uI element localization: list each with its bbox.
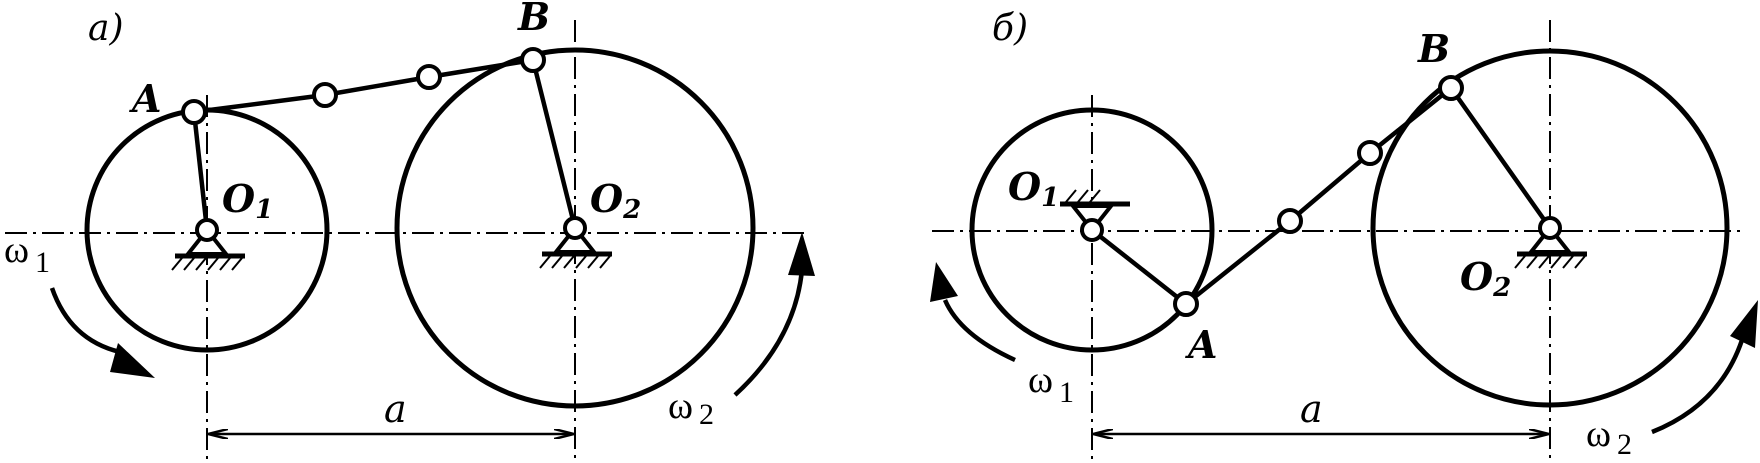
panel-a-omega2-main: ω bbox=[668, 385, 693, 427]
panel-a-crank-o2-b bbox=[530, 59, 578, 229]
panel-b-omega2-arrow-head bbox=[1730, 300, 1758, 348]
panel-a-o2-sub: 2 bbox=[622, 195, 641, 225]
panel-b-omega1-arrow-arc bbox=[942, 299, 1016, 363]
panel-b-coupler-chain bbox=[1184, 86, 1453, 306]
panel-b-joint-mid2 bbox=[1357, 140, 1383, 166]
panel-a-omega1-arrow-head bbox=[110, 343, 155, 378]
panel-a-o1-sub: 1 bbox=[255, 195, 273, 225]
panel-a-omega1-sub: 1 bbox=[35, 246, 50, 279]
panel-b-joint-mid1 bbox=[1277, 208, 1303, 234]
panel-a-omega2-arrow-head bbox=[788, 232, 815, 276]
panel-b-large-circle bbox=[1370, 48, 1730, 408]
panel-a-joint-a bbox=[181, 99, 207, 125]
panel-a-label-o2: O2 bbox=[590, 176, 641, 225]
panel-a-label-point-b: B bbox=[517, 0, 550, 39]
panel-a-omega1-main: ω bbox=[4, 229, 29, 271]
panel-a-coupler-chain bbox=[193, 57, 534, 115]
panel-b-label: б) bbox=[992, 8, 1028, 49]
panel-a-omega2-arrow-arc bbox=[733, 269, 805, 397]
panel-a-joint-mid1 bbox=[312, 82, 338, 108]
panel-b-joint-o2 bbox=[1538, 216, 1562, 240]
panel-b-omega2-arrow-arc bbox=[1651, 339, 1745, 435]
panel-a-omega2-sub: 2 bbox=[699, 398, 714, 431]
panel-b-omega1-main: ω bbox=[1028, 359, 1053, 401]
panel-a-label: а) bbox=[88, 8, 124, 49]
panel-b-o2-main: O bbox=[1460, 254, 1493, 299]
panel-b-o1-sub: 1 bbox=[1041, 183, 1059, 213]
panel-a-label-o1: O1 bbox=[222, 176, 273, 225]
panel-b-joint-a bbox=[1173, 291, 1199, 317]
panel-b-small-circle bbox=[969, 107, 1215, 353]
panel-a-label-distance: a bbox=[384, 387, 407, 431]
panel-a-joint-o1 bbox=[195, 218, 219, 242]
panel-a-label-point-a: A bbox=[129, 76, 161, 121]
panel-a-o1-main: O bbox=[222, 176, 255, 221]
panel-b-label-o2: O2 bbox=[1460, 254, 1511, 303]
panel-a-joint-b bbox=[520, 47, 546, 73]
panel-b-joint-b bbox=[1438, 75, 1464, 101]
panel-b-o1-main: O bbox=[1008, 164, 1041, 209]
panel-b-omega1-arrow-head bbox=[930, 262, 958, 302]
panel-b-label-point-b: B bbox=[1417, 26, 1450, 71]
panel-b-label-distance: a bbox=[1300, 387, 1323, 431]
panel-b-crank-o1-a bbox=[1090, 228, 1188, 306]
panel-a-joint-o2 bbox=[563, 216, 587, 240]
panel-b-label-point-a: A bbox=[1185, 322, 1217, 367]
panel-b-omega1-sub: 1 bbox=[1059, 376, 1074, 409]
panel-a-large-circle bbox=[394, 47, 756, 409]
panel-a-crank-o1-a bbox=[191, 111, 210, 231]
panel-b-omega2-main: ω bbox=[1586, 413, 1611, 455]
panel-b-omega2-sub: 2 bbox=[1617, 428, 1632, 461]
panel-a-joint-mid2 bbox=[416, 64, 442, 90]
panel-b-label-o1: O1 bbox=[1008, 164, 1059, 213]
panel-b-joint-o1 bbox=[1080, 218, 1104, 242]
panel-a-omega1-arrow-arc bbox=[49, 287, 121, 355]
panel-b-o2-sub: 2 bbox=[1492, 273, 1511, 303]
panel-a-o2-main: O bbox=[590, 176, 623, 221]
panel-b-crank-o2-b bbox=[1449, 86, 1552, 230]
